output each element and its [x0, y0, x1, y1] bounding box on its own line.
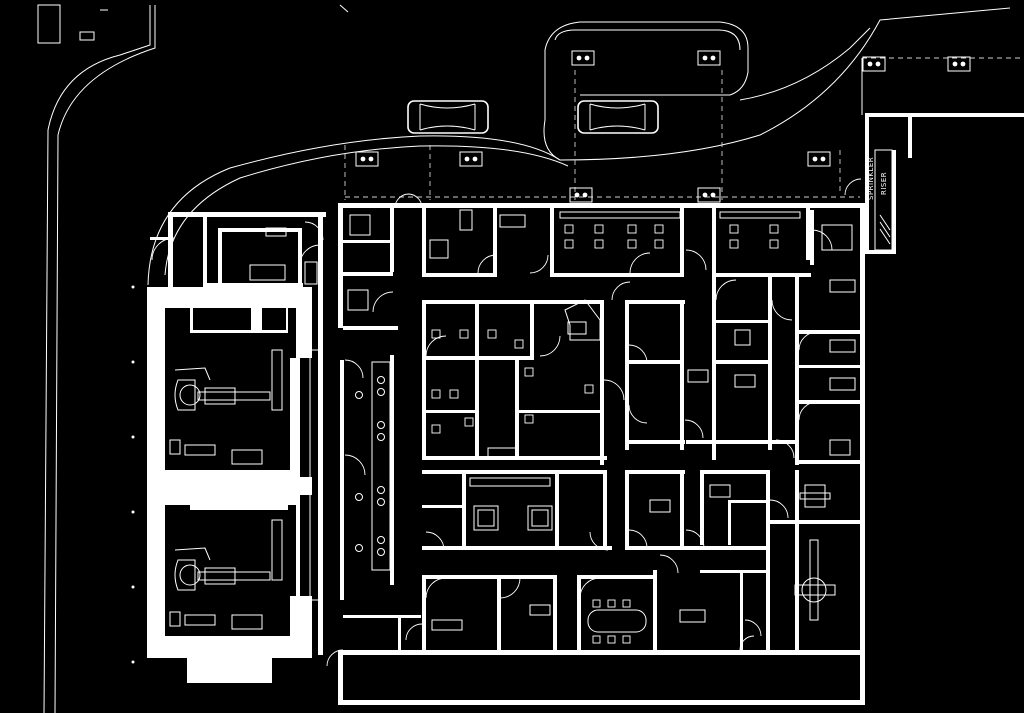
ct-scanner [169, 349, 283, 465]
riser-label-line1: SPRINKLER [867, 157, 875, 200]
riser-label-line2: RISER [880, 172, 888, 195]
imaging-suite-lower [147, 487, 312, 683]
break-room [422, 470, 612, 551]
central-core [422, 299, 625, 465]
southeast-rooms [625, 470, 860, 655]
parked-vehicle [577, 100, 659, 134]
south-offices [343, 570, 657, 655]
ct-scanner [169, 519, 283, 630]
control-corridor [309, 208, 398, 601]
entry-doors [326, 193, 755, 667]
site-lights [355, 50, 971, 203]
imaging-suite-upper [147, 287, 312, 487]
site-curbs [37, 4, 1024, 713]
east-wing [625, 210, 861, 465]
north-rooms [422, 205, 833, 305]
parked-vehicle [407, 100, 489, 134]
northwest-rooms [150, 215, 324, 287]
exterior-walls [168, 203, 865, 705]
sprinkler-riser-room: SPRINKLER RISER [844, 113, 1024, 254]
site-markers [131, 285, 135, 664]
